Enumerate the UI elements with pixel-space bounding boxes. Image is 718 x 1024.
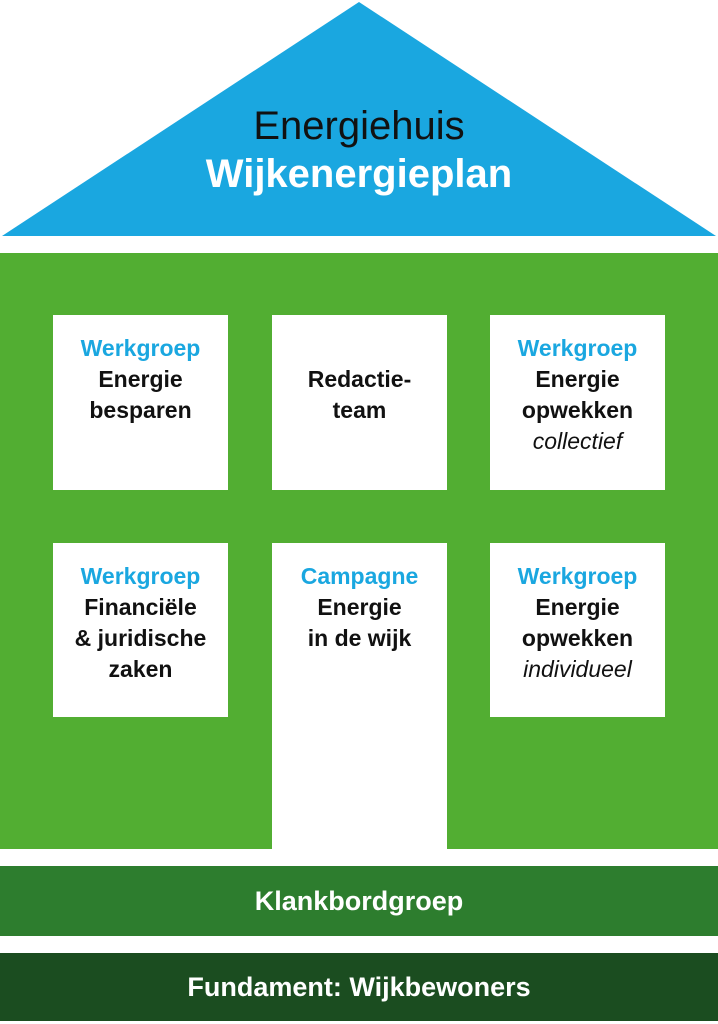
box-line: Redactie- bbox=[307, 366, 412, 392]
box-energie-opwekken-individueel: Werkgroep Energie opwekken individueel bbox=[490, 543, 665, 717]
box-italic-note: collectief bbox=[532, 428, 623, 454]
box-heading: Campagne bbox=[300, 563, 419, 589]
box-heading: Werkgroep bbox=[517, 335, 638, 361]
box-italic-note: individueel bbox=[523, 656, 632, 682]
box-line: Financiële bbox=[84, 594, 197, 620]
box-line: Energie bbox=[98, 366, 183, 392]
box-energie-besparen: Werkgroep Energie besparen bbox=[53, 315, 228, 490]
roof-title: Energiehuis bbox=[253, 104, 465, 148]
box-financiele-juridische-zaken: Werkgroep Financiële & juridische zaken bbox=[53, 543, 228, 717]
box-redactieteam: Redactie- team bbox=[272, 315, 447, 490]
box-line: zaken bbox=[108, 656, 173, 682]
box-line: Energie bbox=[535, 594, 620, 620]
box-line: team bbox=[332, 397, 387, 423]
box-line: Energie bbox=[535, 366, 620, 392]
roof-subtitle: Wijkenergieplan bbox=[205, 152, 513, 196]
box-campagne-door: Campagne Energie in de wijk bbox=[272, 543, 447, 849]
box-energie-opwekken-collectief: Werkgroep Energie opwekken collectief bbox=[490, 315, 665, 490]
box-line: opwekken bbox=[521, 397, 634, 423]
box-line: besparen bbox=[89, 397, 192, 423]
house-body: Werkgroep Energie besparen Redactie- tea… bbox=[0, 253, 718, 849]
roof-triangle bbox=[2, 2, 716, 236]
box-heading: Werkgroep bbox=[517, 563, 638, 589]
box-heading: Werkgroep bbox=[80, 335, 201, 361]
box-line: in de wijk bbox=[307, 625, 412, 651]
fundament-band: Fundament: Wijkbewoners bbox=[0, 953, 718, 1021]
box-heading: Werkgroep bbox=[80, 563, 201, 589]
box-line: Energie bbox=[317, 594, 402, 620]
klankbordgroep-band: Klankbordgroep bbox=[0, 866, 718, 936]
box-line: opwekken bbox=[521, 625, 634, 651]
roof: Energiehuis Wijkenergieplan bbox=[0, 0, 718, 238]
box-line: & juridische bbox=[74, 625, 207, 651]
